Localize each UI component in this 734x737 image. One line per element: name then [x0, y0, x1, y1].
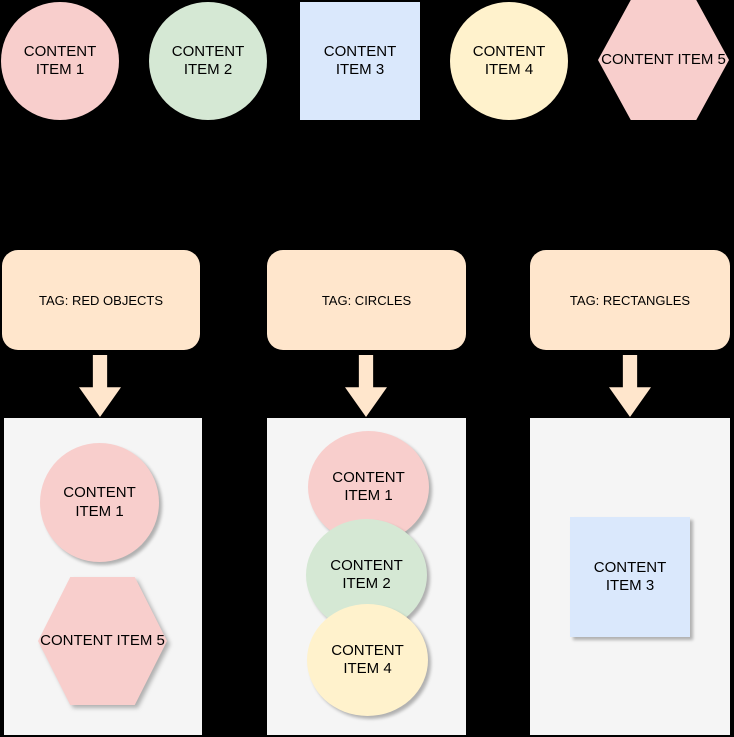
tag-red-objects-label: TAG: RED OBJECTS: [39, 292, 163, 308]
tag-circles[interactable]: TAG: CIRCLES: [267, 250, 466, 350]
panel-red-objects-item-1-label: CONTENT ITEM 1: [63, 484, 136, 520]
content-item-5[interactable]: CONTENT ITEM 5: [598, 0, 729, 120]
content-item-2[interactable]: CONTENT ITEM 2: [149, 2, 267, 120]
panel-circles-item-2-label: CONTENT ITEM 2: [330, 556, 403, 592]
panel-circles-item-1-label: CONTENT ITEM 1: [332, 468, 405, 504]
content-item-3-label: CONTENT ITEM 3: [323, 42, 397, 78]
panel-red-objects-item-1[interactable]: CONTENT ITEM 1: [40, 443, 159, 562]
tag-rectangles-label: TAG: RECTANGLES: [569, 292, 691, 308]
panel-rectangles: CONTENT ITEM 3: [530, 418, 730, 735]
content-item-4[interactable]: CONTENT ITEM 4: [450, 2, 568, 120]
tag-red-objects[interactable]: TAG: RED OBJECTS: [2, 250, 200, 350]
panel-red-objects-item-5-label: CONTENT ITEM 5: [40, 631, 165, 649]
panel-circles-item-4[interactable]: CONTENT ITEM 4: [307, 604, 428, 716]
panel-rectangles-item-3-label: CONTENT ITEM 3: [593, 558, 667, 594]
content-item-1[interactable]: CONTENT ITEM 1: [1, 2, 119, 120]
content-item-1-label: CONTENT ITEM 1: [23, 42, 97, 78]
content-item-5-label: CONTENT ITEM 5: [601, 50, 726, 68]
panel-red-objects: CONTENT ITEM 1 CONTENT ITEM 5: [4, 418, 202, 735]
tag-circles-label: TAG: CIRCLES: [321, 292, 412, 308]
tag-rectangles[interactable]: TAG: RECTANGLES: [530, 250, 730, 350]
content-item-4-label: CONTENT ITEM 4: [472, 42, 546, 78]
content-item-2-label: CONTENT ITEM 2: [171, 42, 245, 78]
panel-red-objects-item-5[interactable]: CONTENT ITEM 5: [38, 577, 167, 705]
down-arrow-icon: [79, 355, 121, 417]
content-item-3[interactable]: CONTENT ITEM 3: [300, 2, 420, 120]
panel-rectangles-item-3[interactable]: CONTENT ITEM 3: [570, 517, 690, 637]
panel-circles-item-2[interactable]: CONTENT ITEM 2: [306, 519, 427, 631]
panel-circles-item-4-label: CONTENT ITEM 4: [331, 641, 404, 677]
panel-circles: CONTENT ITEM 1 CONTENT ITEM 2 CONTENT IT…: [267, 418, 466, 735]
down-arrow-icon: [345, 355, 387, 417]
down-arrow-icon: [609, 355, 651, 417]
